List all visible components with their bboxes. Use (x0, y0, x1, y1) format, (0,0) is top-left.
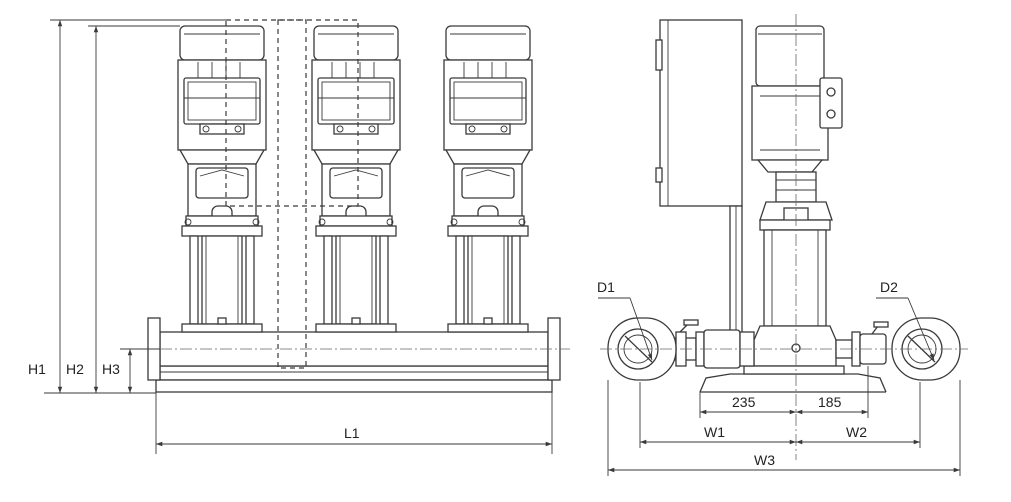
side-pump (751, 25, 843, 367)
w3-label: W3 (754, 452, 775, 468)
dim-235-label: 235 (732, 394, 756, 410)
dim-185-label: 185 (818, 394, 842, 410)
h1-label: H1 (28, 361, 46, 377)
base-frame (155, 365, 553, 393)
l1-label: L1 (344, 425, 360, 441)
height-dimensions: H1 H2 H3 (26, 19, 228, 394)
side-view (600, 14, 968, 460)
control-panel-outline (225, 19, 359, 369)
w1-label: W1 (704, 424, 725, 440)
length-dimension: L1 (155, 392, 553, 454)
control-cabinet (655, 19, 743, 335)
side-base (699, 365, 887, 393)
w2-label: W2 (846, 424, 867, 440)
manifold-pipe (140, 317, 570, 381)
pump-unit-3 (443, 25, 533, 333)
front-pump-units (177, 25, 533, 333)
front-view (140, 19, 570, 393)
pump-unit-1 (177, 25, 267, 333)
d2-label: D2 (880, 279, 898, 295)
diameter-labels: D1 D2 (597, 279, 935, 361)
d1-label: D1 (597, 279, 615, 295)
h3-label: H3 (102, 361, 120, 377)
width-dimensions: 235 185 W1 W2 W3 (607, 366, 961, 476)
h2-label: H2 (66, 361, 84, 377)
pump-unit-2 (311, 25, 401, 333)
